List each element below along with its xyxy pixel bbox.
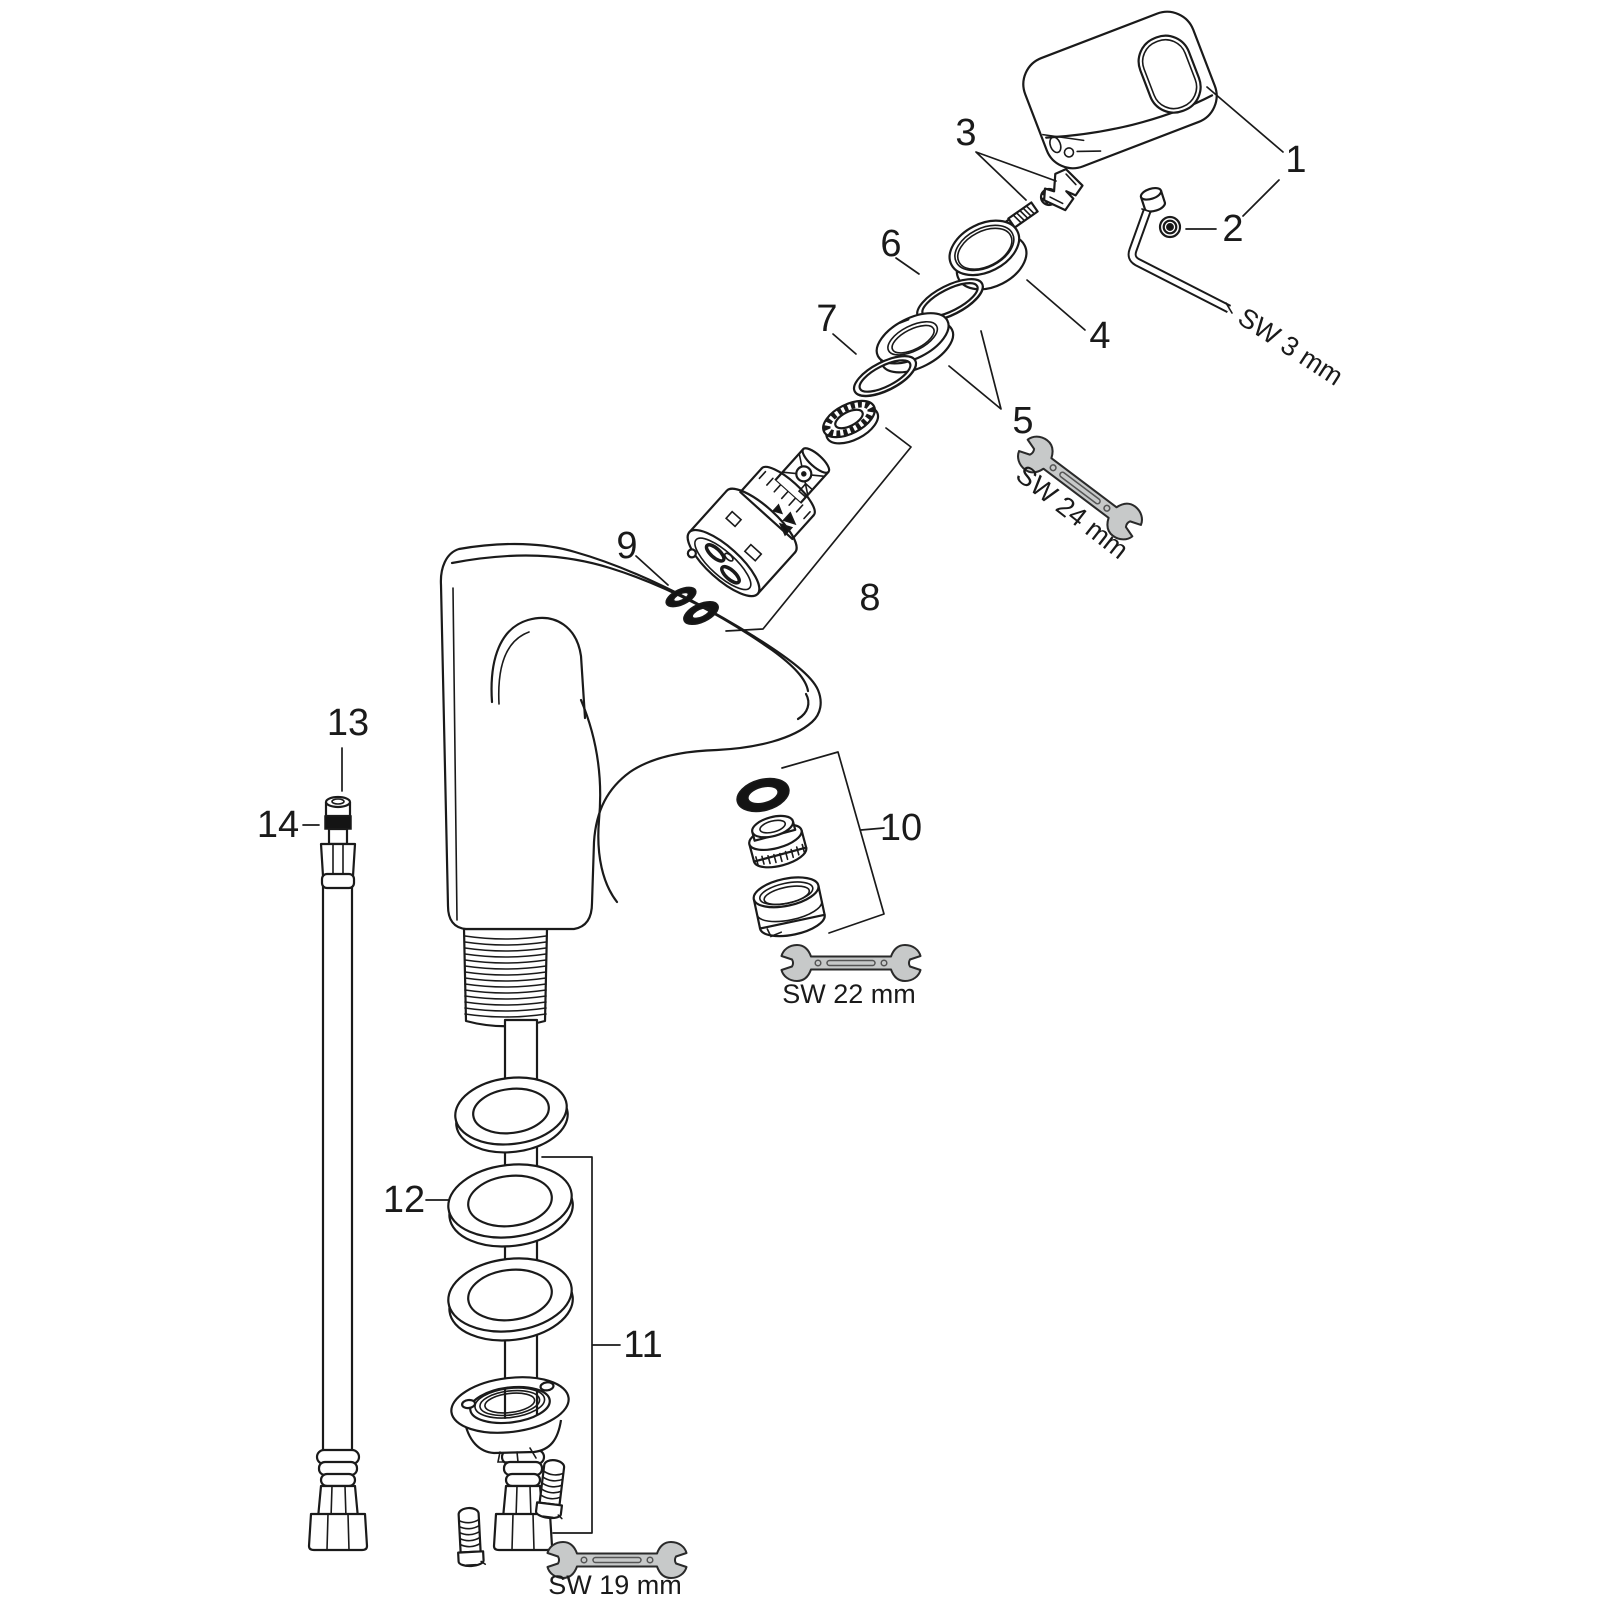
lever-pin-parts xyxy=(999,167,1084,234)
leader-part-9 xyxy=(635,555,669,586)
leader-lines xyxy=(302,86,1284,1534)
aerator-shell xyxy=(752,876,826,938)
leader-part-4 xyxy=(1026,279,1086,331)
label-wrench-22-size: SW 22 mm xyxy=(782,979,916,1009)
leader-part-11 xyxy=(541,1156,621,1534)
leader-part-7 xyxy=(832,333,857,355)
allen-key-icon xyxy=(1127,208,1233,314)
washer-set xyxy=(447,1076,574,1342)
label-part-8: 8 xyxy=(859,577,880,619)
label-wrench-19-size: SW 19 mm xyxy=(548,1570,682,1600)
label-part-6: 6 xyxy=(880,223,901,265)
leader-part-8 xyxy=(725,427,912,632)
handle-sleeve xyxy=(948,219,1028,291)
aerator-set xyxy=(736,777,826,938)
leader-part-1a xyxy=(1206,86,1284,153)
leader-part-1b xyxy=(1242,179,1280,217)
serrated-adjust-ring xyxy=(822,399,880,445)
aerator-insert xyxy=(748,814,808,869)
leader-part-5 xyxy=(948,330,1002,410)
leader-part-10 xyxy=(781,751,885,934)
label-part-13: 13 xyxy=(327,702,369,744)
faucet-silhouette xyxy=(439,542,822,931)
label-part-10: 10 xyxy=(880,807,922,849)
supply-hose xyxy=(307,795,369,1552)
set-screw xyxy=(1158,215,1182,239)
label-part-1: 1 xyxy=(1285,139,1306,181)
wrench-22-icon xyxy=(780,944,922,982)
handle xyxy=(1022,10,1218,170)
hose-o-ring xyxy=(324,815,352,830)
washer-top xyxy=(454,1076,569,1154)
label-part-14: 14 xyxy=(257,804,299,846)
label-allen-key-size: SW 3 mm xyxy=(1233,302,1349,392)
leader-part-3 xyxy=(975,151,1057,201)
label-part-9: 9 xyxy=(616,525,637,567)
cartridge xyxy=(686,447,831,598)
label-part-7: 7 xyxy=(816,298,837,340)
label-part-11: 11 xyxy=(623,1324,662,1366)
washer-bottom xyxy=(447,1257,574,1342)
washer-middle xyxy=(447,1163,574,1248)
leader-part-6 xyxy=(895,257,920,275)
aerator-seal xyxy=(736,777,790,813)
label-part-3: 3 xyxy=(955,112,976,154)
faucet-body xyxy=(439,542,822,1552)
hose-tube xyxy=(321,884,354,1454)
label-part-4: 4 xyxy=(1089,315,1110,357)
part-labels: 1 2 3 4 5 6 7 8 9 10 11 12 13 14 xyxy=(257,112,1307,1366)
base-seal xyxy=(665,586,719,626)
flange-nut xyxy=(450,1376,570,1463)
label-part-5: 5 xyxy=(1012,400,1033,442)
hose-plug-connector xyxy=(319,795,357,890)
tool-labels: SW 3 mm SW 24 mm SW 22 mm SW 19 mm xyxy=(548,302,1348,1600)
label-part-2: 2 xyxy=(1222,208,1243,250)
label-part-12: 12 xyxy=(383,1179,425,1221)
o-ring-lower xyxy=(853,355,918,398)
